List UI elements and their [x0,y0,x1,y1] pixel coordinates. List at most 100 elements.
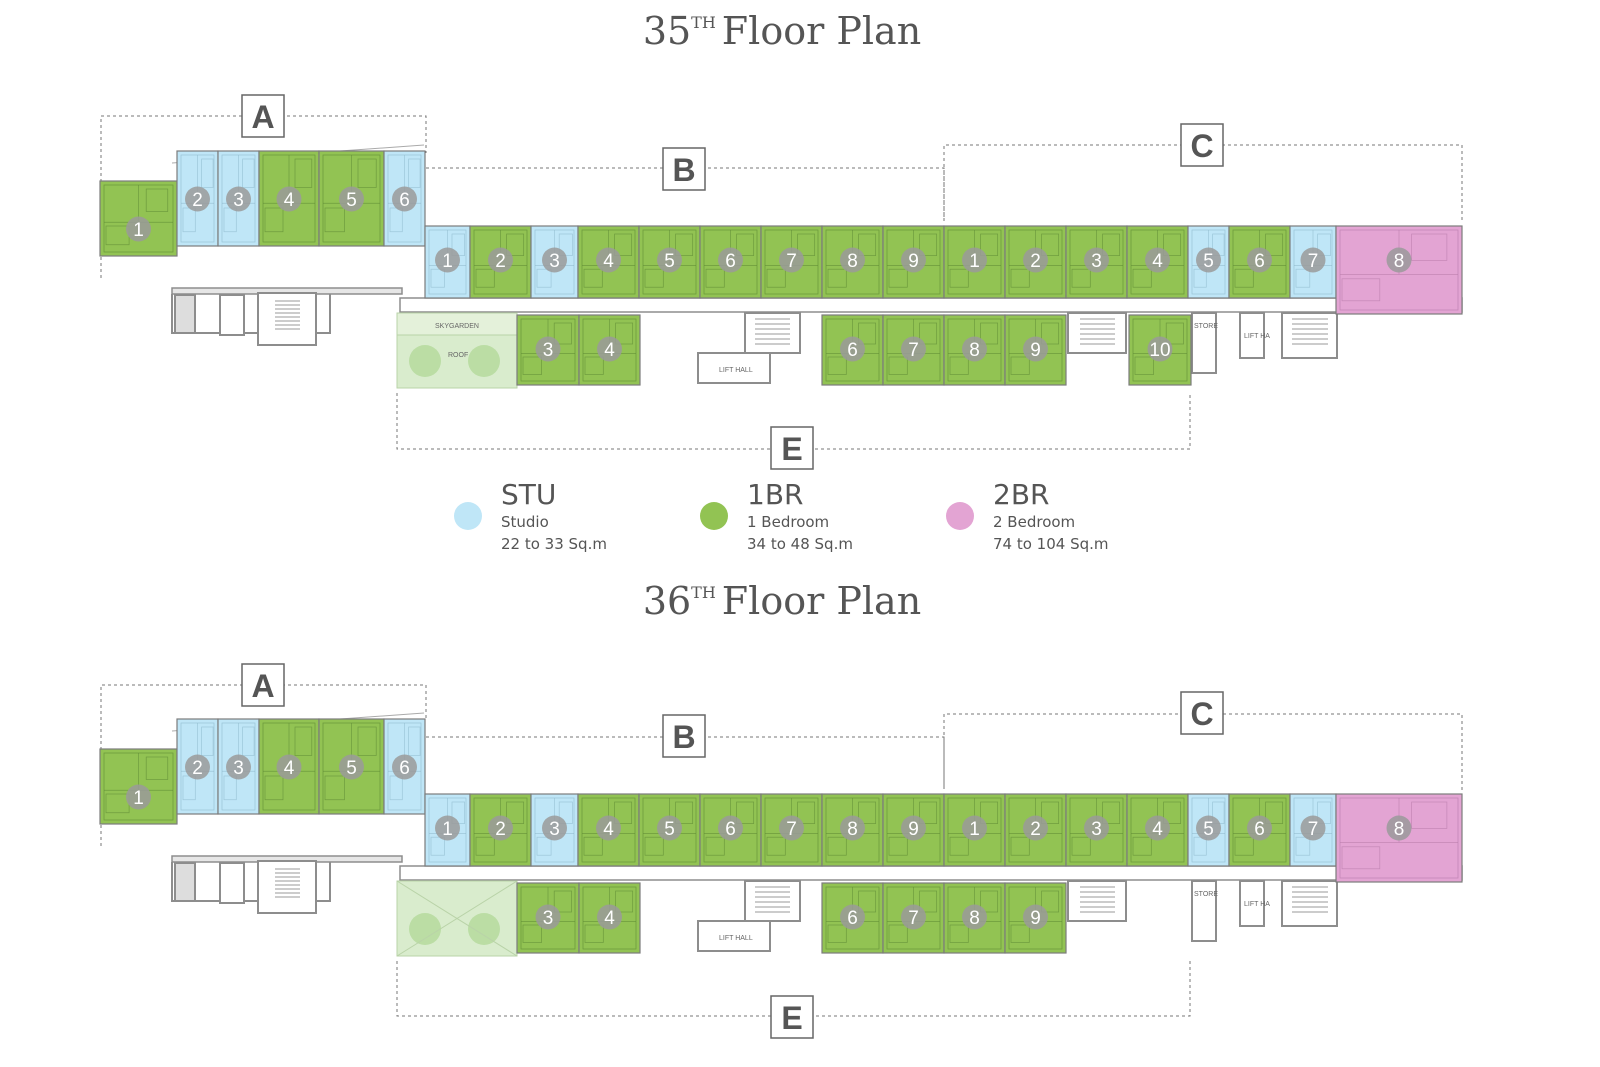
unit-studio[interactable]: 7 [1289,225,1337,299]
tree-icon [409,345,441,377]
roof-label: ROOF [448,352,468,359]
unit-one-bedroom[interactable]: 4 [258,718,320,815]
stair-c [1281,312,1338,359]
unit-studio[interactable]: 5 [1187,225,1230,299]
unit-two-bedroom[interactable]: 8 [1335,793,1463,883]
unit-one-bedroom[interactable]: 6 [821,314,884,386]
unit-studio[interactable]: 3 [217,718,260,815]
unit-number-badge [435,247,460,273]
unit-one-bedroom[interactable]: 9 [882,793,945,867]
unit-one-bedroom[interactable]: 9 [882,225,945,299]
unit-number: 8 [969,340,980,361]
section-label-b: B [662,714,706,758]
unit-one-bedroom[interactable]: 1 [99,748,178,825]
unit-number: 5 [664,819,675,840]
unit-number: 8 [847,251,858,272]
unit-one-bedroom[interactable]: 6 [699,225,762,299]
unit-one-bedroom[interactable]: 1 [99,180,178,257]
unit-studio[interactable]: 7 [1289,793,1337,867]
unit-one-bedroom[interactable]: 4 [578,314,641,386]
unit-one-bedroom[interactable]: 9 [1004,314,1067,386]
unit-one-bedroom[interactable]: 6 [1228,793,1291,867]
unit-studio[interactable]: 6 [383,150,426,247]
unit-one-bedroom[interactable]: 7 [760,225,823,299]
section-box [770,426,814,470]
unit-one-bedroom[interactable]: 5 [638,225,701,299]
unit-one-bedroom[interactable]: 8 [821,225,884,299]
unit-number-badge [535,336,561,362]
unit-one-bedroom[interactable]: 2 [469,793,532,867]
unit-one-bedroom[interactable]: 6 [821,882,884,954]
floor-title-text: Floor Plan [722,9,921,53]
unit-number: 7 [786,251,797,272]
unit-one-bedroom[interactable]: 2 [1004,225,1067,299]
unit-one-bedroom[interactable]: 5 [638,793,701,867]
unit-one-bedroom[interactable]: 7 [882,882,945,954]
unit-one-bedroom[interactable]: 7 [882,314,945,386]
unit-one-bedroom[interactable]: 6 [699,793,762,867]
unit-one-bedroom[interactable]: 7 [760,793,823,867]
unit-one-bedroom[interactable]: 3 [516,882,580,954]
unit-one-bedroom[interactable]: 4 [577,793,640,867]
unit-one-bedroom[interactable]: 2 [1004,793,1067,867]
floor-suffix: TH [691,583,716,602]
unit-one-bedroom[interactable]: 4 [577,225,640,299]
unit-one-bedroom[interactable]: 4 [578,882,641,954]
unit-number: 5 [1203,819,1214,840]
unit-number-badge [276,754,302,780]
unit-one-bedroom[interactable]: 2 [469,225,532,299]
unit-studio[interactable]: 6 [383,718,426,815]
unit-studio[interactable]: 3 [217,150,260,247]
unit-one-bedroom[interactable]: 1 [943,793,1006,867]
unit-one-bedroom[interactable]: 5 [318,718,385,815]
section-c-outline [943,144,1463,223]
unit-number-badge [718,815,743,841]
unit-one-bedroom[interactable]: 5 [318,150,385,247]
unit-one-bedroom[interactable]: 3 [516,314,580,386]
unit-number: 4 [603,819,614,840]
unit-one-bedroom[interactable]: 8 [943,882,1006,954]
unit-one-bedroom[interactable]: 1 [943,225,1006,299]
unit-number: 6 [847,340,858,361]
corridor-main [399,297,1463,313]
unit-one-bedroom[interactable]: 4 [1126,793,1189,867]
unit-studio[interactable]: 2 [176,718,219,815]
section-box [662,714,706,758]
section-letter: C [1190,128,1213,164]
section-c-outline [943,713,1463,791]
unit-number: 4 [284,190,295,211]
unit-one-bedroom[interactable]: 3 [1065,793,1128,867]
unit-one-bedroom[interactable]: 4 [1126,225,1189,299]
unit-one-bedroom[interactable]: 8 [943,314,1006,386]
unit-studio[interactable]: 5 [1187,793,1230,867]
unit-studio[interactable]: 2 [176,150,219,247]
unit-studio[interactable]: 3 [530,225,579,299]
unit-number-badge [1023,336,1048,362]
unit-number: 5 [346,758,357,779]
unit-studio[interactable]: 1 [424,225,471,299]
unit-number-badge [1386,247,1412,273]
unit-studio[interactable]: 3 [530,793,579,867]
section-label-e: E [770,995,814,1039]
unit-one-bedroom[interactable]: 4 [258,150,320,247]
unit-number-badge [126,216,151,242]
unit-number: 6 [1254,819,1265,840]
unit-number: 2 [495,819,506,840]
unit-two-bedroom[interactable]: 8 [1335,225,1463,315]
unit-one-bedroom[interactable]: 10 [1128,314,1192,386]
legend-area: 74 to 104 Sq.m [993,535,1109,553]
lift-hall-label: LIFT HALL [719,935,753,942]
store-room [1191,880,1217,942]
unit-number-badge [962,815,987,841]
lift-hall [697,352,771,384]
unit-one-bedroom[interactable]: 8 [821,793,884,867]
legend-swatch [700,502,728,530]
legend-swatch [946,502,974,530]
unit-one-bedroom[interactable]: 6 [1228,225,1291,299]
store-label: STORE [1194,323,1218,330]
unit-one-bedroom[interactable]: 9 [1004,882,1067,954]
lift-hall-label: LIFT HALL [719,367,753,374]
section-letter: B [672,152,695,188]
unit-one-bedroom[interactable]: 3 [1065,225,1128,299]
unit-studio[interactable]: 1 [424,793,471,867]
